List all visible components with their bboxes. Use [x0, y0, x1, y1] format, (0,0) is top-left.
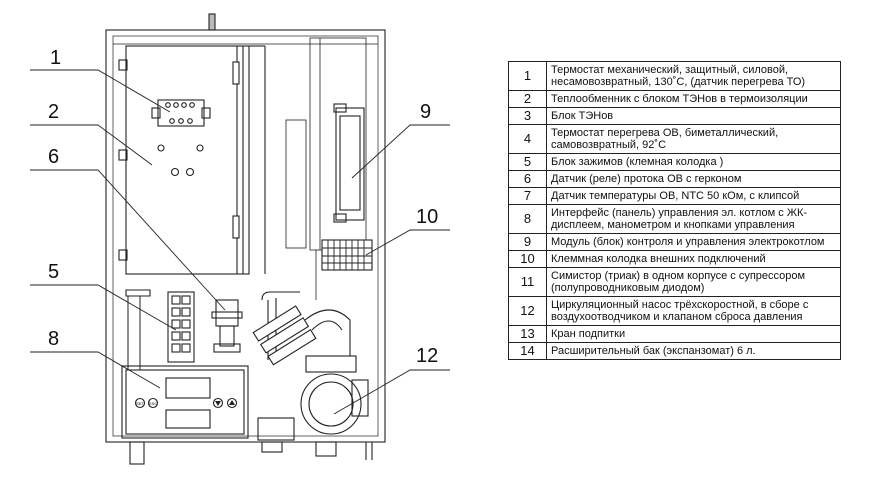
legend-description: Интерфейс (панель) управления эл. котлом… — [546, 204, 841, 234]
esc-button[interactable] — [147, 397, 159, 409]
legend-number: 3 — [508, 107, 547, 125]
heat-exchanger — [125, 45, 250, 275]
boiler-cabinet — [105, 29, 386, 443]
leader-5 — [30, 284, 177, 331]
legend-description: Термостат перегрева ОВ, биметаллический,… — [546, 124, 841, 154]
esc-button-label: ESC — [149, 401, 157, 406]
callout-1: 1 — [50, 47, 61, 69]
legend-number: 9 — [508, 233, 547, 251]
legend-number: 1 — [508, 61, 547, 91]
callout-12: 12 — [416, 345, 438, 367]
external-terminal-block — [321, 239, 373, 271]
legend-description: Циркуляционный насос трёхскоростной, в с… — [546, 296, 841, 326]
legend-number: 5 — [508, 153, 547, 171]
legend-number: 8 — [508, 204, 547, 234]
callout-2: 2 — [48, 101, 59, 123]
legend-description: Модуль (блок) контроля и управления элек… — [546, 233, 841, 251]
callout-5: 5 — [48, 261, 59, 283]
leader-9 — [351, 124, 450, 179]
control-panel — [121, 365, 249, 439]
legend-number: 6 — [508, 170, 547, 188]
legend-description: Кран подпитки — [546, 325, 841, 343]
legend-number: 4 — [508, 124, 547, 154]
legend-description: Датчик температуры ОВ, NTC 50 кОм, с кли… — [546, 187, 841, 205]
legend-description: Блок ТЭНов — [546, 107, 841, 125]
legend-description: Расширительный бак (экспанзомат) 6 л. — [546, 342, 841, 360]
leader-1 — [30, 69, 171, 113]
leader-6 — [30, 169, 226, 311]
legend-number: 10 — [508, 250, 547, 268]
legend-number: 2 — [508, 90, 547, 108]
legend-number: 13 — [508, 325, 547, 343]
callout-8: 8 — [48, 328, 59, 350]
callout-10: 10 — [416, 206, 438, 228]
legend-description: Датчик (реле) протока ОВ с герконом — [546, 170, 841, 188]
callout-9: 9 — [420, 101, 431, 123]
circulation-pump — [300, 373, 362, 435]
legend-number: 11 — [508, 267, 547, 297]
callout-6: 6 — [48, 146, 59, 168]
legend-number: 12 — [508, 296, 547, 326]
legend-description: Симистор (триак) в одном корпусе с супре… — [546, 267, 841, 297]
leader-8 — [30, 351, 161, 389]
legend-description: Термостат механический, защитный, силово… — [546, 61, 841, 91]
leader-12 — [333, 369, 450, 415]
legend-description: Клеммная колодка внешних подключений — [546, 250, 841, 268]
legend-description: Теплообменник с блоком ТЭНов в термоизол… — [546, 90, 841, 108]
control-module — [335, 107, 365, 221]
leader-10 — [365, 229, 450, 256]
set-button-label: SET — [136, 401, 144, 406]
legend-number: 14 — [508, 342, 547, 360]
set-button[interactable] — [134, 397, 146, 409]
legend-description: Блок зажимов (клемная колодка ) — [546, 153, 841, 171]
leader-2 — [30, 124, 153, 166]
legend-number: 7 — [508, 187, 547, 205]
